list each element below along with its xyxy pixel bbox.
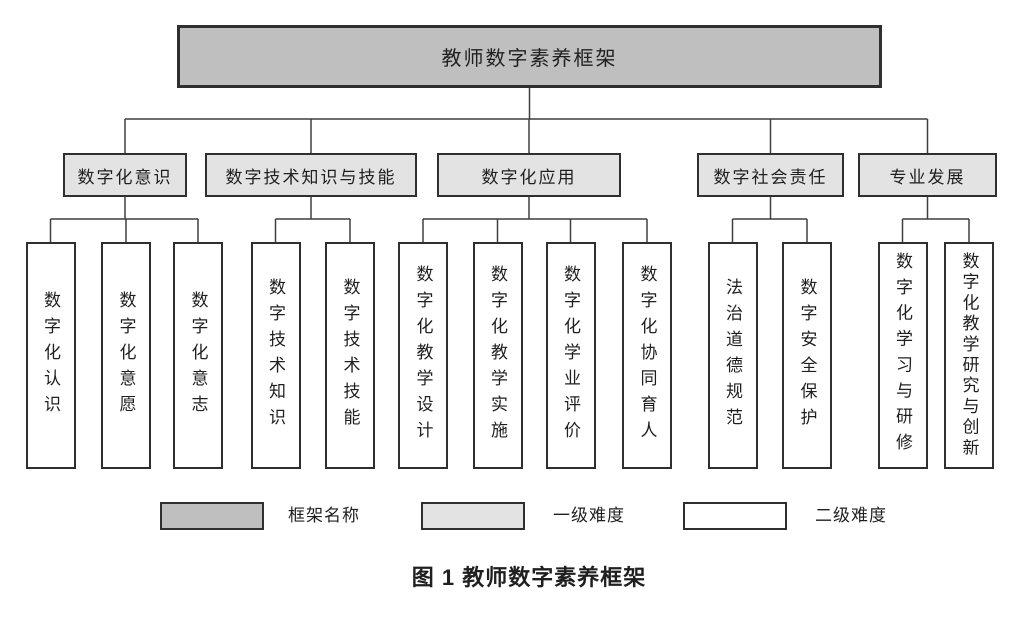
level1-node-label: 数字化意识 <box>77 167 173 187</box>
level2-node-label: 数字化学业评价 <box>561 264 580 447</box>
level2-node-label: 数字化教学设计 <box>413 264 433 447</box>
level2-node-label: 数字技术技能 <box>340 277 360 434</box>
level2-node-label: 数字化意愿 <box>116 290 136 421</box>
level2-node: 数字化意愿 <box>101 242 151 469</box>
level2-node: 数字化认识 <box>25 242 76 469</box>
legend-swatch-framework-name <box>160 502 264 530</box>
level2-node: 数字技术技能 <box>325 242 375 469</box>
legend-swatch-level1-difficulty <box>421 502 525 530</box>
legend-swatch-level2-difficulty <box>683 502 787 530</box>
level1-node-label: 数字技术知识与技能 <box>225 167 397 187</box>
level1-node: 数字技术知识与技能 <box>205 153 417 197</box>
level2-node: 数字安全保护 <box>782 242 832 469</box>
legend-label-level2-difficulty: 二级难度 <box>815 506 887 525</box>
legend-label-framework-name: 框架名称 <box>288 506 360 525</box>
level2-node: 数字技术知识 <box>250 242 301 469</box>
level2-node: 数字化学业评价 <box>545 242 596 469</box>
level2-node-label: 数字化学习与研修 <box>893 252 912 459</box>
root-node-label: 教师数字素养框架 <box>441 48 618 70</box>
level1-node-label: 数字化应用 <box>481 167 577 187</box>
level2-node-label: 数字化教学研究与创新 <box>959 252 979 459</box>
level2-node-label: 数字化协同育人 <box>637 264 657 447</box>
root-node: 教师数字素养框架 <box>177 25 882 88</box>
level2-node-label: 数字化教学实施 <box>488 264 507 447</box>
level2-node-label: 法治道德规范 <box>723 277 742 434</box>
level1-node: 专业发展 <box>858 153 997 197</box>
level1-node: 数字化意识 <box>63 153 187 197</box>
level1-node-label: 数字社会责任 <box>713 167 828 187</box>
level2-node-label: 数字技术知识 <box>266 277 285 434</box>
level1-node: 数字化应用 <box>437 153 621 197</box>
level2-node: 数字化意志 <box>173 242 223 469</box>
level1-node-label: 专业发展 <box>889 167 966 187</box>
level2-node: 法治道德规范 <box>707 242 758 469</box>
level1-node: 数字社会责任 <box>697 153 844 197</box>
legend-label-level1-difficulty: 一级难度 <box>553 506 625 525</box>
level2-node: 数字化协同育人 <box>622 242 672 469</box>
level2-node: 数字化学习与研修 <box>877 242 928 469</box>
level2-node: 数字化教学设计 <box>398 242 448 469</box>
level2-node: 数字化教学研究与创新 <box>944 242 994 469</box>
level2-node: 数字化教学实施 <box>472 242 523 469</box>
level2-node-label: 数字安全保护 <box>797 277 817 434</box>
figure-caption: 图 1 教师数字素养框架 <box>411 565 647 590</box>
level2-node-label: 数字化认识 <box>41 290 60 421</box>
level2-node-label: 数字化意志 <box>188 290 208 421</box>
